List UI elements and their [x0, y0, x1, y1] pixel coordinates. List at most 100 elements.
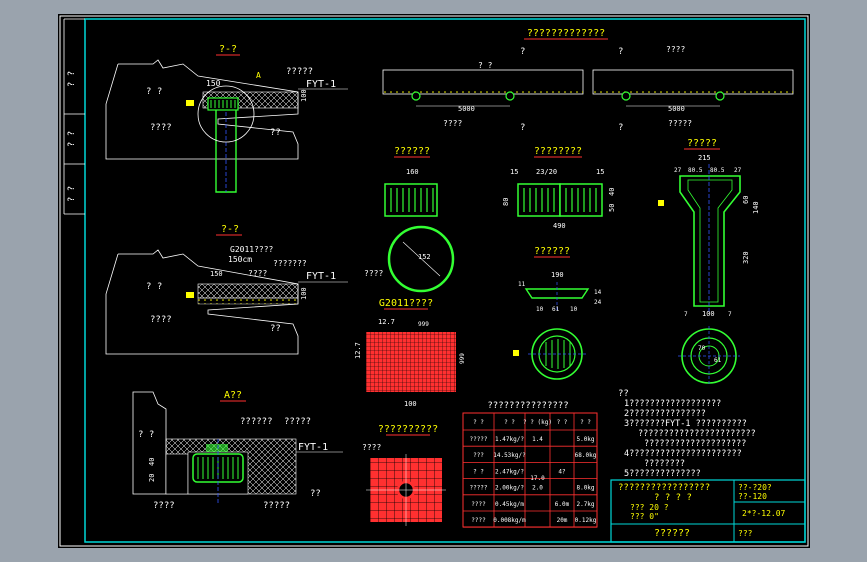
- table-cell: ????: [471, 517, 486, 524]
- table-cell: 1.4: [532, 436, 543, 443]
- dim-label: 7: [728, 311, 732, 318]
- title-block-sub: ??? 20 ?: [630, 503, 669, 512]
- label: G2011????: [230, 245, 274, 254]
- dim-label: 140: [752, 201, 760, 214]
- section-view-2: ?-? G2011???? 150cm ??????? ???? FYT-1 ?…: [105, 224, 348, 355]
- drawing-number: ??-?20?: [738, 483, 772, 492]
- funnel-title: ?????: [687, 138, 717, 149]
- dim-label: 100: [300, 287, 308, 300]
- table-cell: 17.0: [530, 475, 545, 482]
- section1-title: ?-?: [219, 44, 237, 55]
- table-cell: 4?: [558, 468, 566, 475]
- label: ????: [666, 45, 685, 54]
- table-cell: ?????: [469, 485, 487, 492]
- label: ??: [310, 489, 321, 499]
- label: ????: [150, 123, 172, 133]
- label: ????: [362, 443, 381, 452]
- table-header: ? ?: [473, 419, 484, 426]
- dim-label: 100: [404, 400, 417, 408]
- section-view-1: ?-? 150 A ????? FYT-1 ? ? ???? ?? 100: [105, 44, 348, 193]
- label: ?????: [286, 67, 313, 77]
- label-fyt: FYT-1: [306, 79, 336, 90]
- dim-label: 999: [418, 321, 429, 328]
- dim-label: 15: [596, 168, 604, 176]
- side-label: ? ?: [67, 186, 77, 202]
- cap-title: ??????: [534, 246, 570, 257]
- label: ??: [270, 128, 281, 138]
- drawing-sheet: ? ? ? ? ? ? ?-? 150 A ????? FYT-1 ? ? ??…: [58, 14, 810, 548]
- dim-label: 152: [418, 253, 431, 261]
- section2-title: ?-?: [221, 224, 239, 235]
- dim-label: 61: [552, 306, 560, 313]
- dim-label: 12.7: [354, 342, 362, 359]
- note-line: ???????????????????????: [638, 429, 756, 439]
- title-block: ????????????????? ? ? ? ? ??? 20 ? ??? 0…: [610, 479, 806, 543]
- label: ????: [443, 119, 462, 128]
- label: ? ?: [138, 430, 154, 440]
- table-cell: 0.12kg: [575, 517, 597, 524]
- mesh-title: G2011????: [379, 298, 433, 309]
- dim-label: 5000: [458, 105, 475, 113]
- table-cell: 14.53kg/?: [493, 452, 526, 459]
- dim-label: 100: [300, 89, 308, 102]
- dim-label: 999: [459, 353, 466, 364]
- title-block-main: ?????????????????: [618, 483, 710, 493]
- dim-label: 80: [502, 198, 510, 206]
- table-cell: 2.7kg: [576, 501, 594, 508]
- dim-label: 27: [674, 167, 682, 174]
- cap-view: ?????? 190 11 14 10 61 10 24: [513, 246, 602, 380]
- net-detail-view: ?????????? ????: [362, 424, 446, 526]
- table-cell: ? ?: [473, 468, 484, 475]
- grate-cover-view: ?????? 160 ???? 152: [364, 146, 455, 293]
- dim-label: 80.5: [710, 167, 725, 174]
- title-block-sub: ??? 0": [630, 512, 659, 521]
- table-cell: 2.47kg/?: [495, 468, 524, 475]
- label: ????: [150, 315, 172, 325]
- detail-a-view: A?? ?????? ????? FYT-1 ? ? ???? ????? ??…: [132, 390, 343, 511]
- dim-label: 490: [553, 222, 566, 230]
- dim-label: 24: [594, 299, 602, 306]
- funnel-view: ????? 215 27 80.5 80.5 27 60 140 320 7 1…: [658, 138, 760, 318]
- table-cell: ?????: [469, 436, 487, 443]
- label: ?: [520, 47, 525, 57]
- dim-label: 15: [510, 168, 518, 176]
- table-header: ? ? (kg): [523, 419, 552, 426]
- dim-label: 7: [684, 311, 688, 318]
- label-fyt: FYT-1: [306, 271, 336, 282]
- dim-label: 100: [702, 310, 715, 318]
- table-cell: 20m: [557, 517, 568, 524]
- table-cell: 68.0kg: [575, 452, 597, 459]
- table-cell: ????: [471, 501, 486, 508]
- plan-view: ????????????? 5000 5000 ? ? ? ? ???? ???…: [382, 28, 794, 133]
- funnel-plan-view: 70 61: [678, 326, 740, 386]
- label: ?: [520, 123, 525, 133]
- material-table: ??????????????? ? ?? ?? ? (kg)? ?? ?????…: [462, 401, 598, 528]
- notes-heading: ??: [618, 389, 629, 399]
- label: 150cm: [228, 255, 252, 264]
- drawing-date: 2*?-12.07: [742, 509, 786, 518]
- dim-label: 5000: [668, 105, 685, 113]
- label: ?????: [668, 119, 692, 128]
- label-fyt: FYT-1: [298, 442, 328, 453]
- drawing-number: ??-120: [738, 492, 767, 501]
- table-header: ? ?: [580, 419, 591, 426]
- dim-label: 61: [714, 357, 722, 364]
- note-line: 4??????????????????????: [624, 449, 742, 459]
- dim-label: 215: [698, 154, 711, 162]
- label: ? ?: [146, 282, 162, 292]
- dim-label: 160: [406, 168, 419, 176]
- dim-label: 190: [551, 271, 564, 279]
- side-label: ? ?: [67, 131, 77, 147]
- side-label: ? ?: [67, 71, 77, 87]
- table-cell: 8.0kg: [576, 485, 594, 492]
- table-header: ? ?: [557, 419, 568, 426]
- table-cell: 0.008kg/m: [493, 517, 526, 524]
- cover-title: ??????: [394, 146, 430, 157]
- label: ????: [364, 269, 383, 278]
- detailA-title: A??: [224, 390, 242, 401]
- dim-label: 12.7: [378, 318, 395, 326]
- label: ?: [618, 123, 623, 133]
- dim-label: 14: [594, 289, 602, 296]
- dim-label: 320: [742, 251, 750, 264]
- dim-label: 10: [536, 306, 544, 313]
